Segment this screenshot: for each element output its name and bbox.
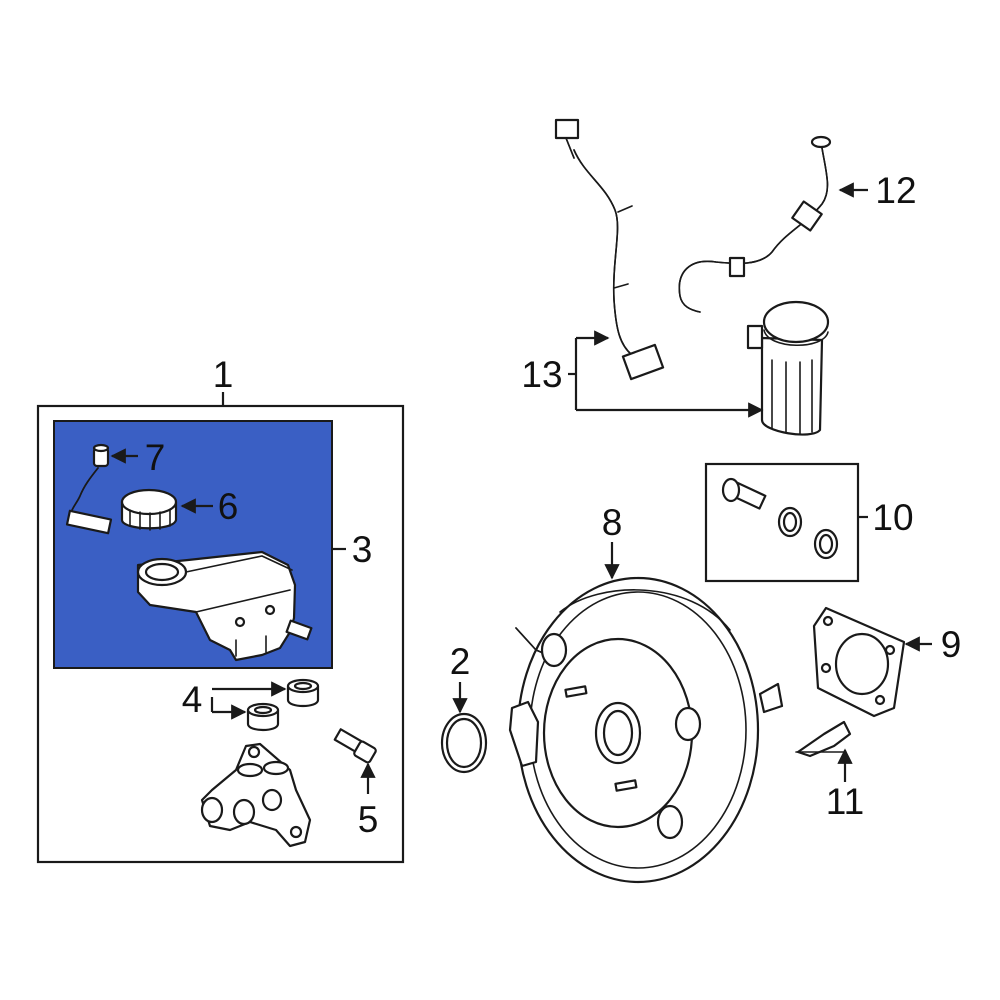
callout-9: 9 bbox=[941, 624, 962, 665]
callout-2: 2 bbox=[450, 641, 471, 682]
bolt-part[interactable] bbox=[333, 728, 377, 764]
booster-gasket-part[interactable] bbox=[812, 606, 906, 718]
callout-1: 1 bbox=[213, 354, 234, 395]
seal-ring-part[interactable] bbox=[777, 506, 803, 538]
assembly-box bbox=[36, 392, 405, 864]
callout-3: 3 bbox=[352, 529, 373, 570]
callout-10: 10 bbox=[872, 497, 913, 538]
seal-kit-pin-part[interactable] bbox=[721, 477, 767, 510]
master-cylinder-part[interactable] bbox=[200, 742, 312, 848]
brake-booster-part[interactable] bbox=[508, 576, 784, 884]
vacuum-pump-part[interactable] bbox=[746, 300, 830, 436]
o-ring-part[interactable] bbox=[440, 712, 488, 774]
callout-4: 4 bbox=[182, 679, 203, 720]
leader-lines bbox=[110, 182, 932, 794]
reservoir-part[interactable] bbox=[136, 550, 313, 662]
grommet-part[interactable] bbox=[286, 678, 320, 708]
seal-kit-box bbox=[704, 462, 860, 583]
callout-8: 8 bbox=[602, 502, 623, 543]
seal-ring-part-2[interactable] bbox=[813, 528, 839, 560]
callout-6: 6 bbox=[218, 486, 239, 527]
callout-7: 7 bbox=[145, 437, 166, 478]
reservoir-assembly-highlight[interactable] bbox=[53, 420, 333, 669]
callout-11: 11 bbox=[826, 781, 864, 822]
callout-12: 12 bbox=[875, 170, 916, 211]
vacuum-hose-part[interactable] bbox=[678, 135, 832, 313]
clip-part[interactable] bbox=[795, 720, 852, 758]
level-sensor-part[interactable] bbox=[65, 443, 113, 535]
grommet-part-2[interactable] bbox=[246, 702, 280, 732]
callout-13: 13 bbox=[521, 354, 562, 395]
callout-5: 5 bbox=[358, 799, 379, 840]
reservoir-cap-part[interactable] bbox=[120, 488, 178, 531]
wiring-harness-part[interactable] bbox=[554, 118, 665, 381]
